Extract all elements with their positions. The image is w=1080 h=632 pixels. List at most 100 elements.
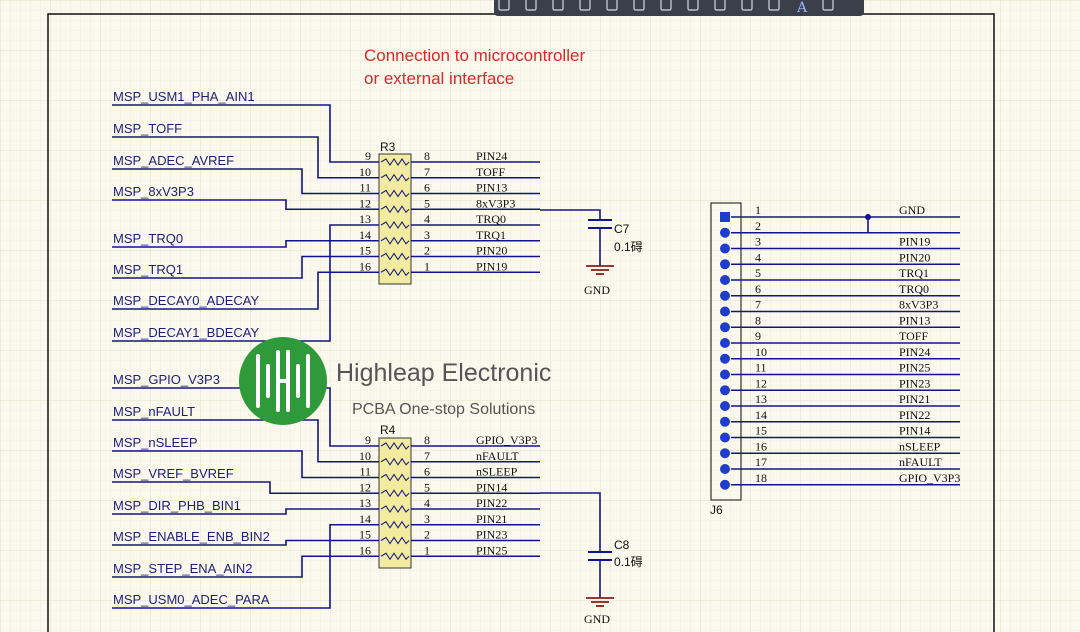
schematic-toolbar[interactable]: A	[494, 0, 864, 16]
filter-icon-shape	[498, 0, 510, 11]
j6-pin-pad[interactable]	[720, 290, 730, 301]
msp-bottom-net-label[interactable]: MSP_DIR_PHB_BIN1	[113, 498, 241, 513]
j6-pin-number: 7	[755, 298, 761, 312]
bus-icon[interactable]	[606, 0, 618, 11]
power-icon[interactable]	[768, 0, 780, 11]
msp-top-net-label[interactable]: MSP_DECAY0_ADECAY	[113, 293, 260, 308]
j6-junction	[865, 214, 871, 220]
r3-body[interactable]	[378, 153, 412, 285]
j6-pin-pad[interactable]	[720, 275, 730, 285]
arc-icon[interactable]	[822, 0, 834, 11]
rectangle-icon[interactable]	[552, 0, 564, 11]
port-icon-shape	[687, 0, 699, 11]
msp-bottom-net-label[interactable]: MSP_ENABLE_ENB_BIN2	[113, 529, 270, 544]
msp-bottom-net-label[interactable]: MSP_USM0_ADEC_PARA	[113, 592, 270, 607]
r4-body[interactable]	[378, 437, 412, 569]
j6-pin-pad-square[interactable]	[720, 212, 730, 222]
j6-pin-pad[interactable]	[720, 369, 730, 380]
msp-top-net-label[interactable]: MSP_USM1_PHA_AIN1	[113, 89, 255, 104]
watermark-name: Highleap Electronic	[336, 359, 551, 387]
j6-pin-pad[interactable]	[720, 448, 730, 459]
text-icon[interactable]: A	[796, 0, 808, 16]
msp-bottom-net-label[interactable]: MSP_nSLEEP	[113, 435, 198, 450]
power-icon-shape	[768, 0, 780, 11]
j6-pin-pad[interactable]	[720, 353, 730, 364]
r3-element	[380, 268, 410, 277]
msp-bottom-net-label[interactable]: MSP_STEP_ENA_AIN2	[113, 561, 252, 576]
j6-net-label: TRQ1	[899, 266, 929, 280]
msp-top-net-label[interactable]: MSP_ADEC_AVREF	[113, 153, 234, 168]
j6-pin-number: 15	[755, 424, 767, 438]
c7-value: 0.1碍	[614, 240, 643, 254]
j6-pin-pad[interactable]	[720, 227, 730, 238]
r3-element	[380, 158, 410, 166]
r4-left-pin-number: 9	[365, 433, 371, 447]
msp-bottom-wire	[112, 450, 338, 479]
r4-element	[380, 552, 410, 561]
j6-pin-pad[interactable]	[720, 322, 730, 333]
j6-pin-pad[interactable]	[720, 338, 730, 348]
msp-top-net-label[interactable]: MSP_TRQ0	[113, 231, 183, 246]
c7-gnd-label: GND	[584, 283, 610, 297]
j6-net-label: 8xV3P3	[899, 298, 938, 312]
r3-right-pin-number: 2	[424, 244, 430, 258]
msp-bottom-net-label[interactable]: MSP_nFAULT	[113, 404, 195, 419]
j6-pin-number: 9	[755, 329, 761, 343]
j6-pin-pad[interactable]	[720, 432, 730, 443]
capacitors	[540, 209, 614, 607]
msp-top-net-label[interactable]: MSP_8xV3P3	[113, 184, 194, 199]
r4-net-label: PIN21	[476, 512, 507, 526]
msp-bottom-wire	[112, 419, 338, 463]
j6-net-label: PIN24	[899, 345, 930, 359]
ground-icon[interactable]	[660, 0, 672, 11]
r3-left-pin-number: 16	[359, 259, 371, 273]
msp-top-net-label[interactable]: MSP_DECAY1_BDECAY	[113, 325, 260, 340]
annotation-line-1: Connection to microcontroller	[364, 46, 585, 65]
document-icon[interactable]	[579, 0, 591, 11]
j6-net-label: PIN23	[899, 376, 930, 390]
net-icon-shape	[633, 0, 645, 11]
sheet-icon[interactable]	[741, 0, 753, 11]
msp-bottom-net-label[interactable]: MSP_GPIO_V3P3	[113, 372, 220, 387]
r4-left-pin-number: 14	[359, 512, 371, 526]
j6-pin-pad[interactable]	[720, 306, 730, 317]
j6-pin-pad[interactable]	[720, 464, 730, 474]
r3-element	[380, 252, 410, 261]
r4-left-pin-number: 12	[359, 480, 371, 494]
msp-bottom-net-label[interactable]: MSP_VREF_BVREF	[113, 466, 234, 481]
rectangle-icon-shape	[552, 0, 564, 11]
msp-top-net-label[interactable]: MSP_TRQ1	[113, 262, 183, 277]
j6-pin-pad[interactable]	[720, 401, 730, 411]
msp-top-wire	[112, 255, 338, 279]
component-icon[interactable]	[714, 0, 726, 11]
r3-element	[380, 236, 410, 245]
r4-net-label: PIN14	[476, 480, 507, 494]
j6-pin-pad[interactable]	[720, 385, 730, 396]
msp-top-net-label[interactable]: MSP_TOFF	[113, 121, 182, 136]
r4-net-label: nFAULT	[476, 449, 519, 463]
j6-net-label: GPIO_V3P3	[899, 471, 960, 485]
plus-icon[interactable]	[525, 0, 537, 11]
r3-right-pin-number: 7	[424, 165, 430, 179]
j6-pin-pad[interactable]	[720, 479, 730, 490]
j6-pin-pad[interactable]	[720, 416, 730, 427]
net-icon[interactable]	[633, 0, 645, 11]
j6-net-label: TOFF	[899, 329, 928, 343]
r4-left-pin-number: 15	[359, 528, 371, 542]
c7-designator: C7	[614, 222, 630, 236]
j6-pin-pad[interactable]	[720, 243, 730, 254]
j6-net-label: PIN14	[899, 424, 930, 438]
r4-element	[380, 505, 410, 513]
msp-top-wire	[112, 168, 338, 195]
j6-pin-pad[interactable]	[720, 259, 730, 270]
r4-net-label: PIN22	[476, 496, 507, 510]
port-icon[interactable]	[687, 0, 699, 11]
msp-bottom-wire	[112, 508, 338, 515]
filter-icon[interactable]	[498, 0, 510, 11]
arc-icon-shape	[822, 0, 834, 11]
